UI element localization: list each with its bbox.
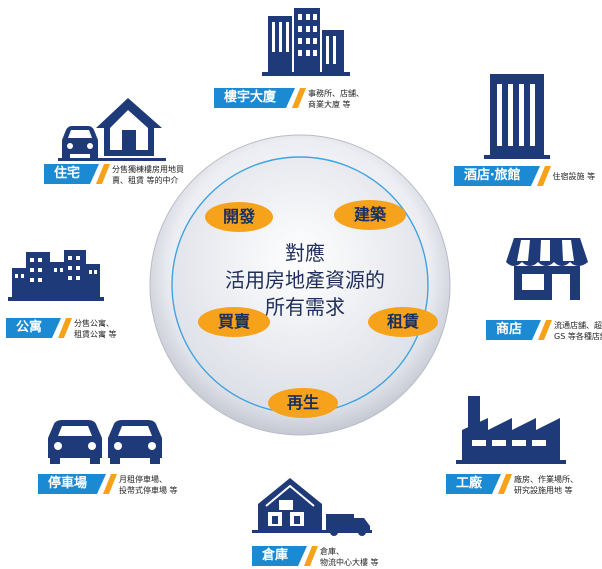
label-building-desc: 事務所、店舖、 商業大廈 等	[308, 89, 365, 109]
center-line-2: 活用房地產資源的	[225, 268, 385, 292]
label-parking-desc: 月租停車場、 投幣式停車場 等	[119, 475, 178, 495]
label-warehouse: 倉庫 倉庫、 物流中心大樓 等	[252, 546, 379, 568]
label-apartment: 公寓 分售公寓、 租賃公寓 等	[6, 318, 117, 340]
label-factory-title: 工廠	[446, 474, 502, 494]
label-shop: 商店 流通店舖、超市、 GS 等各種店舖	[486, 320, 602, 342]
hotel-building-icon	[484, 74, 550, 159]
label-apartment-title: 公寓	[6, 318, 62, 338]
label-building: 樓宇大廈 事務所、店舖、 商業大廈 等	[214, 88, 364, 110]
label-warehouse-title: 倉庫	[252, 546, 308, 566]
label-house-desc: 分售獨棟樓房用地買 賣、租賃 等的中介	[112, 165, 185, 185]
office-towers-icon	[262, 8, 350, 76]
house-car-icon	[58, 98, 166, 161]
cars-icon	[48, 420, 162, 464]
label-hotel-title: 酒店‧旅館	[454, 166, 540, 186]
label-building-title: 樓宇大廈	[214, 88, 296, 108]
warehouse-truck-icon	[252, 478, 372, 536]
label-shop-title: 商店	[486, 320, 542, 340]
activity-pill-develop: 開發	[205, 202, 273, 232]
label-hotel: 酒店‧旅館 住宿設施 等	[454, 166, 595, 186]
center-line-1: 對應	[285, 241, 325, 265]
storefront-icon	[506, 238, 588, 300]
apartments-icon	[8, 250, 104, 301]
label-hotel-desc: 住宿設施 等	[552, 172, 596, 181]
label-apartment-desc: 分售公寓、 租賃公寓 等	[74, 319, 117, 339]
label-shop-desc: 流通店舖、超市、 GS 等各種店舖	[554, 321, 602, 341]
activity-pill-trade: 買賣	[198, 307, 270, 337]
label-parking-title: 停車場	[38, 474, 107, 494]
label-house: 住宅 分售獨棟樓房用地買 賣、租賃 等的中介	[44, 164, 184, 186]
center-line-3: 所有需求	[265, 295, 345, 319]
label-warehouse-desc: 倉庫、 物流中心大樓 等	[320, 547, 379, 567]
factory-icon	[456, 396, 566, 464]
activity-pill-construct: 建築	[334, 200, 406, 230]
center-statement: 對應 活用房地產資源的 所有需求	[200, 240, 410, 321]
label-house-title: 住宅	[44, 164, 100, 184]
label-factory: 工廠 廠房、作業場所、 研究設施用地 等	[446, 474, 578, 496]
label-factory-desc: 廠房、作業場所、 研究設施用地 等	[514, 475, 579, 495]
label-parking: 停車場 月租停車場、 投幣式停車場 等	[38, 474, 178, 496]
activity-pill-regenerate: 再生	[268, 388, 338, 418]
activity-pill-lease: 租賃	[368, 307, 438, 337]
